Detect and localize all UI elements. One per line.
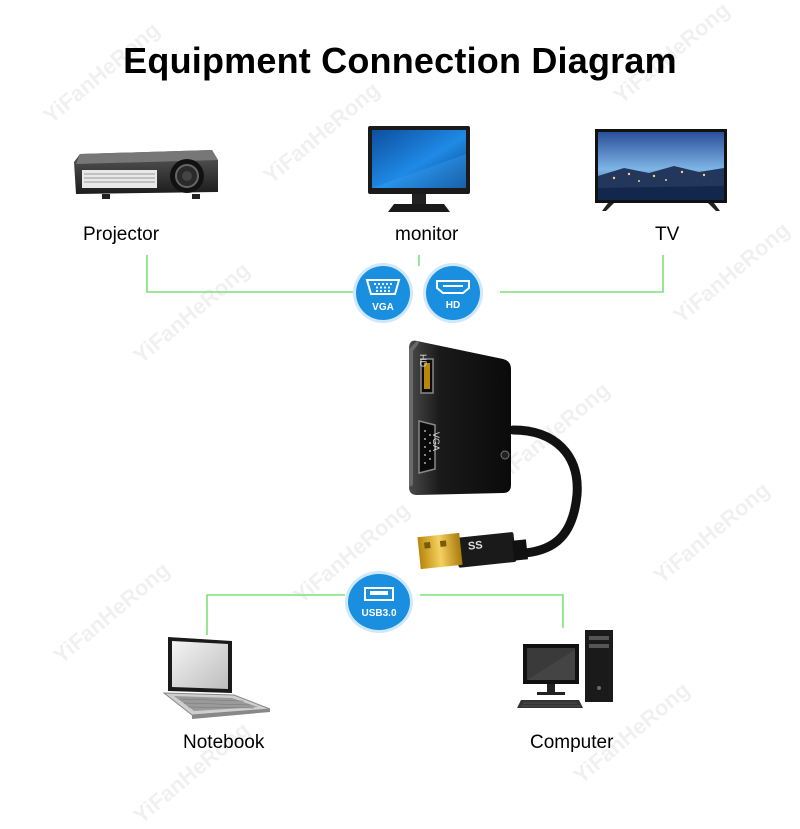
tv-connector-line — [500, 255, 664, 293]
usb-port-icon — [364, 587, 394, 601]
projector-icon — [74, 150, 218, 199]
hdmi-port-badge: HD — [426, 266, 480, 320]
usb-port-badge: USB3.0 — [348, 574, 410, 630]
adapter-ss-label: SS — [467, 539, 484, 553]
projector-connector-line — [146, 255, 360, 293]
usb-port-label: USB3.0 — [361, 608, 397, 619]
adapter-vga-label: VGA — [431, 432, 441, 452]
tv-label: TV — [655, 224, 680, 245]
adapter-hd-label: HD — [418, 354, 428, 367]
monitor-icon — [368, 126, 470, 212]
monitor-label: monitor — [395, 224, 459, 245]
hdmi-port-label: HD — [445, 300, 461, 311]
computer-connector-line — [420, 594, 564, 628]
hdmi-port-icon — [436, 280, 470, 294]
connector-lines — [146, 255, 664, 635]
notebook-icon — [162, 637, 271, 719]
page-title: Equipment Connection Diagram — [123, 40, 677, 81]
computer-label: Computer — [530, 732, 614, 753]
usb-adapter-icon — [409, 340, 582, 570]
vga-port-icon — [365, 279, 401, 295]
notebook-label: Notebook — [183, 732, 265, 753]
projector-label: Projector — [83, 224, 160, 245]
vga-port-label: VGA — [372, 302, 394, 313]
notebook-connector-line — [206, 594, 345, 635]
computer-icon — [517, 630, 613, 708]
tv-icon — [595, 129, 727, 211]
vga-port-badge: VGA — [356, 266, 410, 320]
